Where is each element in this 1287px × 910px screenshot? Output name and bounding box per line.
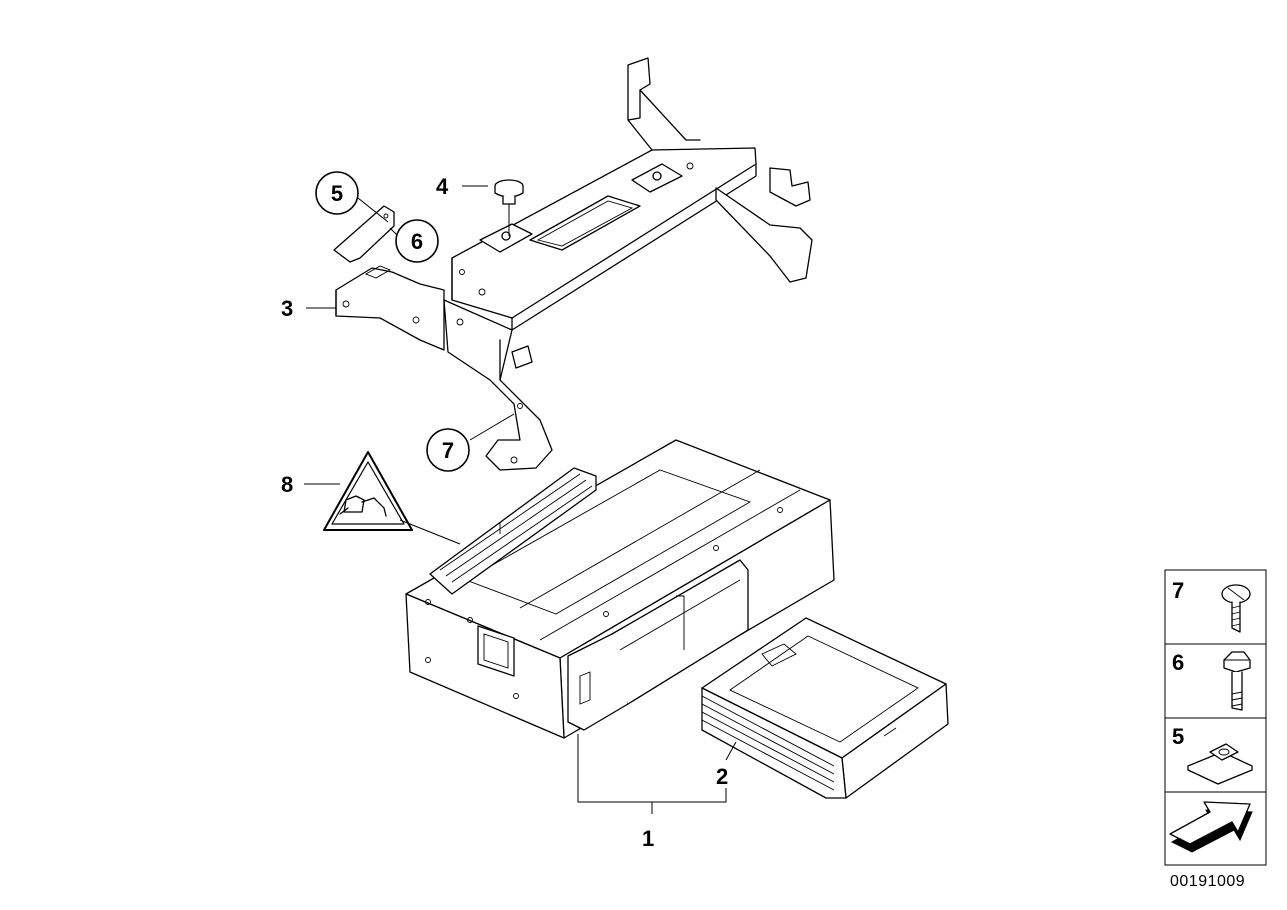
callout-circle-5: 5 [315, 171, 359, 215]
diagram-id: 00191009 [1170, 873, 1245, 890]
hex-bolt-icon [1223, 651, 1251, 711]
callout-5: 5 [331, 181, 343, 206]
callout-circle-7: 7 [426, 428, 470, 472]
speed-nut-clip-icon [1187, 743, 1253, 785]
callout-2: 2 [716, 764, 728, 789]
cd-magazine [701, 617, 949, 799]
speed-nut-part [494, 179, 524, 236]
vent-grille [439, 473, 593, 583]
leader-lines [304, 185, 737, 814]
callout-4: 4 [436, 174, 449, 199]
cd-changer-unit [405, 439, 835, 739]
mounting-bracket [333, 57, 813, 471]
direction-arrow-icon [1169, 801, 1253, 853]
callout-6: 6 [411, 229, 423, 254]
legend-label-5: 5 [1172, 724, 1184, 749]
legend-label-7: 7 [1172, 578, 1184, 603]
oval-head-screw-icon [1221, 584, 1251, 633]
callout-circle-6: 6 [395, 219, 439, 263]
callout-1: 1 [642, 826, 654, 851]
fastener-legend: 7 6 5 [1164, 569, 1267, 866]
legend-label-6: 6 [1172, 650, 1184, 675]
callout-7: 7 [442, 438, 454, 463]
warning-triangle-icon [323, 451, 413, 531]
callout-3: 3 [281, 296, 293, 321]
callout-8: 8 [281, 472, 293, 497]
